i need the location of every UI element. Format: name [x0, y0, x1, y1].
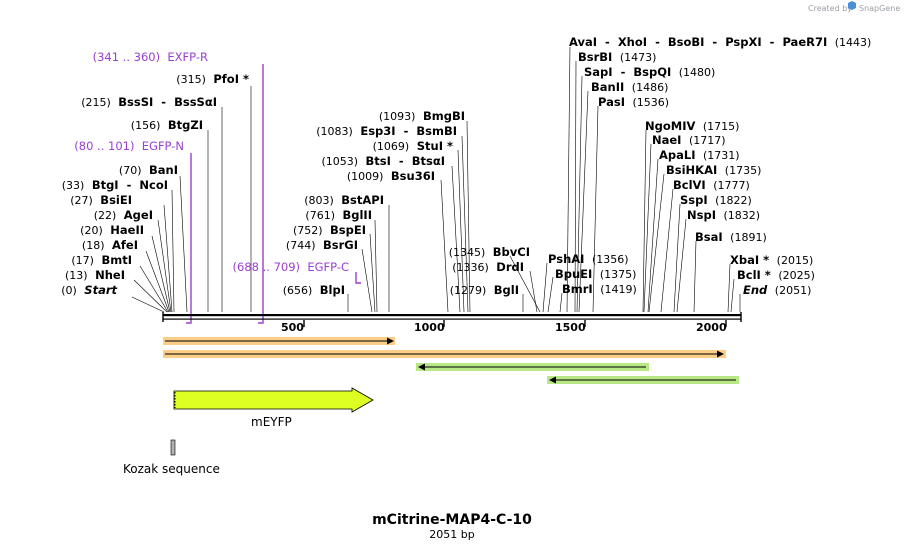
- left-site-label: (13) NheI: [65, 268, 125, 282]
- middle-site-label: BpuEI (1375): [555, 267, 636, 281]
- left-site-label: (315) PfoI *: [176, 72, 249, 86]
- right-site-label: NaeI (1717): [652, 133, 726, 147]
- right-site-label: ApaLI (1731): [659, 148, 740, 162]
- left-site-label: (33) BtgI - NcoI: [62, 178, 168, 192]
- right-site-label: NspI (1832): [687, 208, 760, 222]
- left-site-label: (18) AfeI: [82, 238, 138, 252]
- middle-site-label: (1345) BbvCI: [449, 245, 530, 259]
- middle-site-label: PshAI (1356): [548, 252, 629, 266]
- middle-site-label: (688 .. 709) EGFP-C: [233, 260, 349, 274]
- left-site-label: (215) BssSI - BssSαI: [81, 95, 217, 109]
- middle-site-label: (1083) Esp3I - BsmBI: [316, 124, 457, 138]
- left-site-label: (27) BsiEI: [70, 193, 132, 207]
- left-site-label: (70) BanI: [119, 163, 178, 177]
- right-site-label: BsaI (1891): [695, 230, 767, 244]
- orf-arrow-reverse-2: [547, 376, 739, 384]
- left-site-label: (156) BtgZI: [131, 118, 203, 132]
- ruler-tick-500: 500: [281, 321, 304, 334]
- middle-site-label: BmrI (1419): [562, 282, 637, 296]
- ruler-tick-1500: 1500: [555, 321, 586, 334]
- primer-markers: [186, 64, 361, 324]
- middle-site-label: (761) BglII: [305, 208, 372, 222]
- feature-label-kozak: Kozak sequence: [123, 462, 220, 476]
- left-site-label: (20) HaeII: [80, 223, 144, 237]
- left-site-label: (0) Start: [61, 283, 117, 297]
- snapgene-logo-icon: [848, 1, 856, 10]
- orf-arrow-forward-long: [163, 350, 726, 358]
- left-site-label: (80 .. 101) EGFP-N: [74, 139, 184, 153]
- middle-site-label: (803) BstAPI: [304, 193, 384, 207]
- credit-text: Created by: [808, 4, 852, 13]
- site-leader-lines: [131, 46, 741, 313]
- ruler: 500 1000 1500 2000: [281, 320, 727, 334]
- right-site-label: XbaI * (2015): [730, 253, 813, 267]
- right-site-label: NgoMIV (1715): [645, 119, 739, 133]
- right-site-label: BanII (1486): [591, 80, 668, 94]
- right-site-label: SspI (1822): [680, 193, 752, 207]
- middle-site-label: (1009) Bsu36I: [347, 169, 435, 183]
- left-site-label: (22) AgeI: [94, 208, 153, 222]
- middle-site-label: (656) BlpI: [283, 283, 345, 297]
- right-site-label: SapI - BspQI (1480): [584, 65, 715, 79]
- middle-site-label: (1336) DrdI: [452, 260, 524, 274]
- feature-kozak: [170, 439, 176, 456]
- map-title: mCitrine-MAP4-C-10: [372, 512, 532, 528]
- feature-label-meyfp: mEYFP: [251, 415, 292, 429]
- middle-site-label: (1279) BglI: [450, 283, 519, 297]
- map-subtitle: 2051 bp: [429, 528, 474, 541]
- site-labels: (341 .. 360) EXFP-R (315) PfoI * (215) Bss…: [61, 35, 871, 297]
- middle-site-label: (1093) BmgBI: [379, 109, 465, 123]
- middle-site-label: (744) BsrGI: [286, 238, 358, 252]
- right-site-label: BclVI (1777): [673, 178, 750, 192]
- right-site-label: BsiHKAI (1735): [666, 163, 761, 177]
- middle-site-label: (1053) BtsI - BtsαI: [321, 154, 445, 168]
- middle-site-label: (752) BspEI: [293, 223, 366, 237]
- orf-arrows: [163, 337, 739, 384]
- right-site-label: BclI * (2025): [737, 268, 815, 282]
- right-site-label: AvaI - XhoI - BsoBI - PspXI - PaeR7I (14…: [569, 35, 871, 49]
- right-site-label: PasI (1536): [598, 95, 669, 109]
- right-site-label: End (2051): [743, 283, 811, 297]
- backbone: [162, 312, 742, 322]
- orf-arrow-reverse-1: [416, 363, 649, 371]
- orf-arrow-forward-short: [163, 337, 395, 345]
- left-site-label: (341 .. 360) EXFP-R: [93, 50, 208, 64]
- feature-meyfp: [173, 387, 374, 413]
- ruler-tick-2000: 2000: [696, 321, 727, 334]
- ruler-tick-1000: 1000: [414, 321, 445, 334]
- middle-site-label: (1069) StuI *: [373, 139, 453, 153]
- left-site-label: (17) BmtI: [71, 253, 132, 267]
- right-site-label: BsrBI (1473): [578, 50, 656, 64]
- credit-brand: SnapGene: [859, 4, 900, 13]
